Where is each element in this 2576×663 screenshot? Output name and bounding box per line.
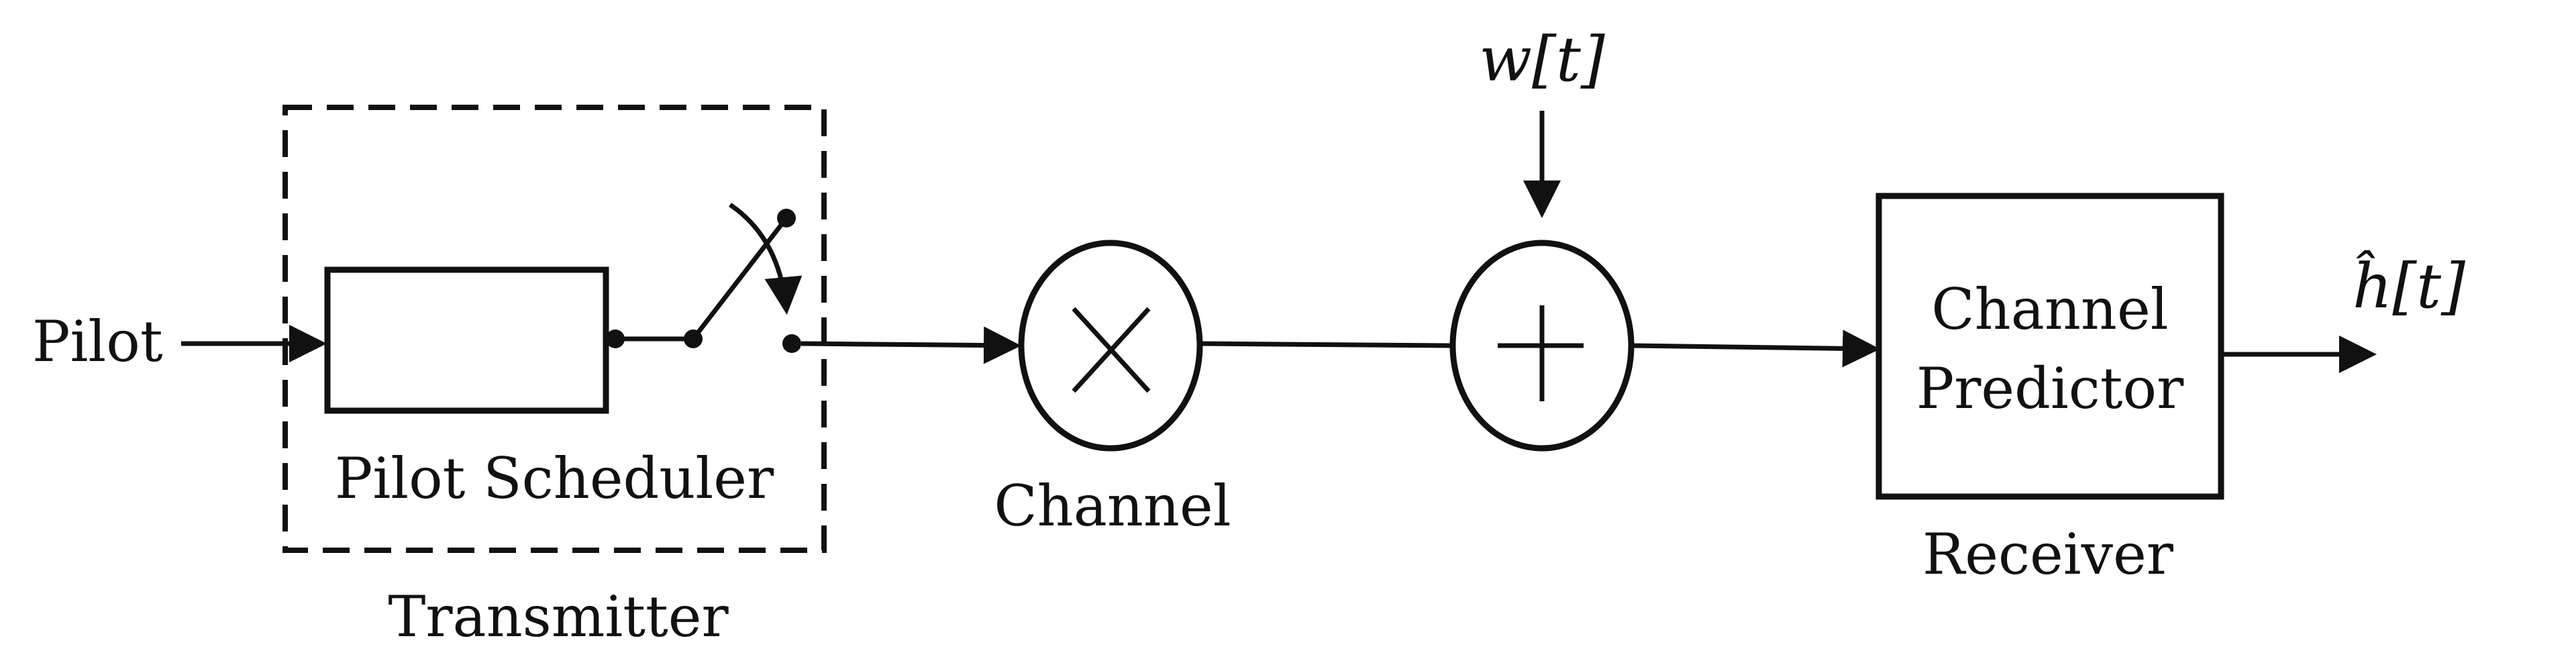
noise-label: w[t]: [1479, 23, 1605, 95]
output-label: ĥ[t]: [2353, 250, 2465, 322]
switch-blade-tip: [777, 209, 796, 227]
switch-blade: [691, 216, 788, 341]
switch-output-terminal: [782, 334, 801, 353]
pilot-scheduler-block: [324, 266, 609, 414]
channel-to-adder-line: [1199, 341, 1451, 348]
adder-to-predictor-arrow: [1631, 329, 1880, 368]
switch-terminal-left: [606, 329, 625, 348]
channel-label: Channel: [994, 473, 1231, 539]
multiply-icon-stroke-2: [1072, 307, 1151, 393]
transmitter-label: Transmitter: [388, 584, 729, 650]
switch-rotation-arrow: [729, 203, 803, 315]
transmitter-boundary: [282, 105, 827, 553]
channel-multiplier-node: [1018, 240, 1203, 452]
channel-predictor-label-line2: Predictor: [1916, 356, 2184, 421]
switch-to-channel-arrow: [801, 326, 1021, 364]
pilot-label: Pilot: [32, 309, 163, 374]
pilot-scheduler-label: Pilot Scheduler: [335, 446, 774, 511]
channel-predictor-label-line1: Channel: [1931, 276, 2168, 342]
noise-adder-node: [1449, 240, 1635, 452]
channel-predictor-block: [1875, 193, 2224, 500]
receiver-label: Receiver: [1922, 521, 2174, 587]
